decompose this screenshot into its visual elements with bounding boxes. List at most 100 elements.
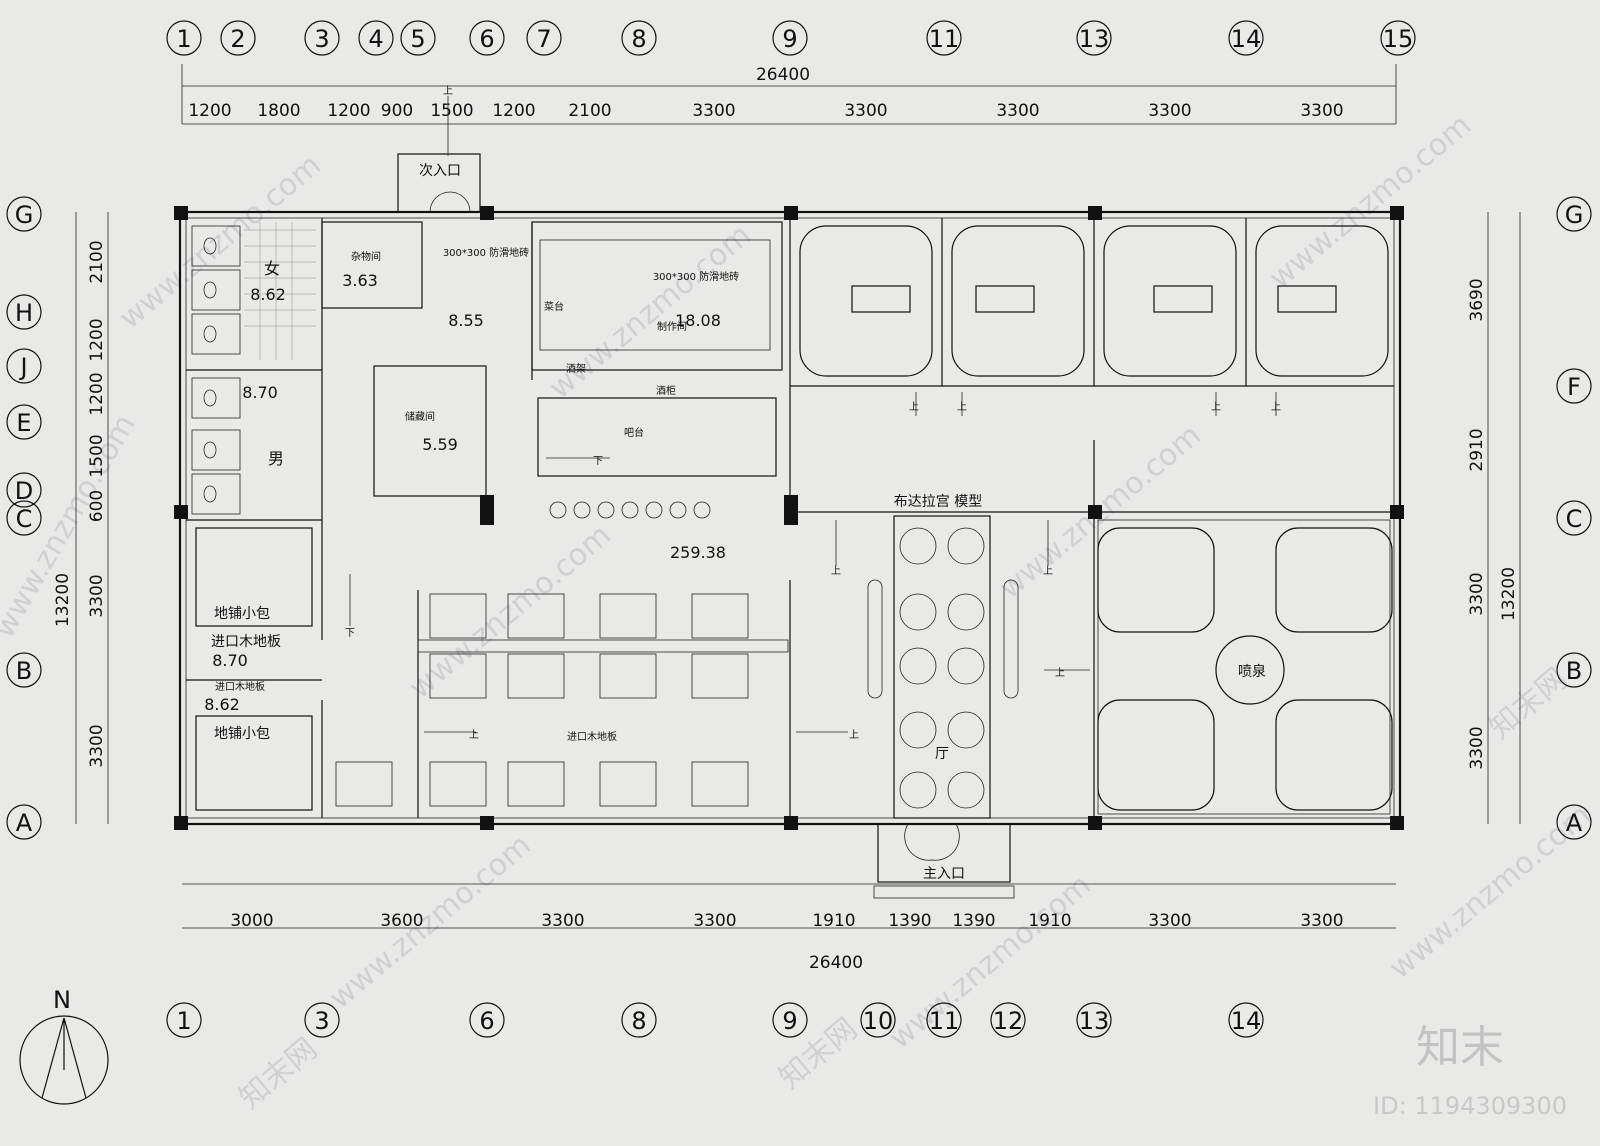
watermark-text: www.znzmo.com	[323, 828, 538, 1017]
female-restroom-area: 8.62	[250, 285, 286, 304]
top-total-dim: 26400	[756, 65, 810, 85]
axis-bubble: 6	[469, 1002, 505, 1038]
axis-bubble: C	[6, 500, 42, 536]
axis-bubble: 11	[926, 20, 962, 56]
svg-text:B: B	[1566, 657, 1582, 685]
svg-text:2: 2	[230, 25, 245, 53]
axis-bubble: 6	[469, 20, 505, 56]
fountain-courtyard	[1097, 519, 1393, 815]
svg-text:10: 10	[863, 1007, 894, 1035]
left-dim: 600	[87, 490, 107, 522]
top-dim: 1200	[327, 101, 370, 121]
wood-floor-area: 8.70	[212, 651, 248, 670]
top-dim: 3300	[692, 101, 735, 121]
top-dim: 3300	[996, 101, 1039, 121]
hall-area: 259.38	[670, 543, 726, 562]
up-arrow-label: 上	[1055, 667, 1065, 679]
svg-text:6: 6	[479, 25, 494, 53]
bottom-dim: 3300	[541, 911, 584, 931]
top-dim: 2100	[568, 101, 611, 121]
axis-bubble: C	[1556, 500, 1592, 536]
axis-bubble: 1	[166, 1002, 202, 1038]
right-dim: 2910	[1467, 428, 1487, 471]
axis-bubble: 14	[1228, 1002, 1264, 1038]
svg-text:J: J	[18, 353, 27, 381]
right-dimensions: 3690 2910 3300 3300 13200	[1467, 278, 1519, 769]
right-dim: 3300	[1467, 572, 1487, 615]
svg-text:E: E	[16, 409, 31, 437]
bottom-dim: 1910	[1028, 911, 1071, 931]
axis-bubble: 1	[166, 20, 202, 56]
axis-bubble: 8	[621, 1002, 657, 1038]
right-dim: 3300	[1467, 726, 1487, 769]
male-restroom-area: 8.70	[242, 383, 278, 402]
bottom-axis-bubbles: 1 3 6 8 9 10 11 12 13 14	[166, 1002, 1264, 1038]
svg-text:8: 8	[631, 25, 646, 53]
svg-text:H: H	[15, 299, 33, 327]
entrances	[397, 153, 1015, 899]
svg-text:11: 11	[929, 25, 960, 53]
axis-bubble: 5	[400, 20, 436, 56]
axis-bubble: 4	[358, 20, 394, 56]
watermark-text: www.znzmo.com	[883, 868, 1098, 1057]
image-id-text: ID: 1194309300	[1373, 1092, 1567, 1120]
bottom-dim: 3000	[230, 911, 273, 931]
right-total-dim: 13200	[1499, 567, 1519, 621]
private-room-label: 地铺小包	[214, 606, 270, 622]
axis-bubble: 9	[772, 1002, 808, 1038]
corridor-area: 8.55	[448, 311, 484, 330]
axis-bubble: G	[1556, 196, 1592, 232]
left-dim: 1200	[87, 318, 107, 361]
bottom-dim: 1390	[952, 911, 995, 931]
svg-text:C: C	[16, 505, 33, 533]
svg-text:1: 1	[176, 1007, 191, 1035]
female-restroom-label: 女	[264, 259, 280, 278]
bottom-dim: 3600	[380, 911, 423, 931]
svg-text:9: 9	[782, 25, 797, 53]
bar-label: 吧台	[624, 426, 644, 439]
secondary-entrance-label: 次入口	[419, 163, 461, 179]
right-dim: 3690	[1467, 278, 1487, 321]
left-dim: 3300	[87, 724, 107, 767]
bottom-dim: 3300	[1300, 911, 1343, 931]
axis-bubble: 11	[926, 1002, 962, 1038]
axis-bubble: A	[6, 804, 42, 840]
up-arrow-label: 上	[1043, 565, 1053, 577]
axis-bubble: 9	[772, 20, 808, 56]
left-dim: 2100	[87, 240, 107, 283]
dining-tables	[335, 501, 749, 807]
svg-text:F: F	[1567, 373, 1581, 401]
fountain-label: 喷泉	[1238, 663, 1266, 680]
axis-bubble: 15	[1380, 20, 1416, 56]
bottom-dim: 3300	[693, 911, 736, 931]
bar-shelf-label: 酒柜	[656, 384, 676, 397]
axis-bubble: 7	[526, 20, 562, 56]
axis-bubble: B	[1556, 652, 1592, 688]
top-dim: 1500	[430, 101, 473, 121]
top-dim: 900	[381, 101, 413, 121]
svg-text:D: D	[15, 477, 33, 505]
svg-text:7: 7	[536, 25, 551, 53]
axis-bubble: 13	[1076, 1002, 1112, 1038]
svg-text:11: 11	[929, 1007, 960, 1035]
bottom-dim: 3300	[1148, 911, 1191, 931]
svg-text:3: 3	[314, 1007, 329, 1035]
svg-text:6: 6	[479, 1007, 494, 1035]
columns	[174, 206, 1404, 830]
svg-text:B: B	[16, 657, 32, 685]
svg-text:14: 14	[1231, 25, 1262, 53]
booth-rooms	[799, 225, 1389, 377]
watermark-text: www.znzmo.com	[113, 148, 328, 337]
north-arrow: N	[19, 986, 109, 1105]
kitchen-area: 18.08	[675, 311, 721, 330]
wood-floor-label: 进口木地板	[215, 680, 265, 693]
svg-text:3: 3	[314, 25, 329, 53]
watermark-text-cn: 知末网	[1483, 661, 1574, 746]
top-dim: 3300	[844, 101, 887, 121]
svg-text:14: 14	[1231, 1007, 1262, 1035]
svg-text:15: 15	[1383, 25, 1414, 53]
top-dim: 1200	[492, 101, 535, 121]
axis-bubble: 10	[860, 1002, 896, 1038]
